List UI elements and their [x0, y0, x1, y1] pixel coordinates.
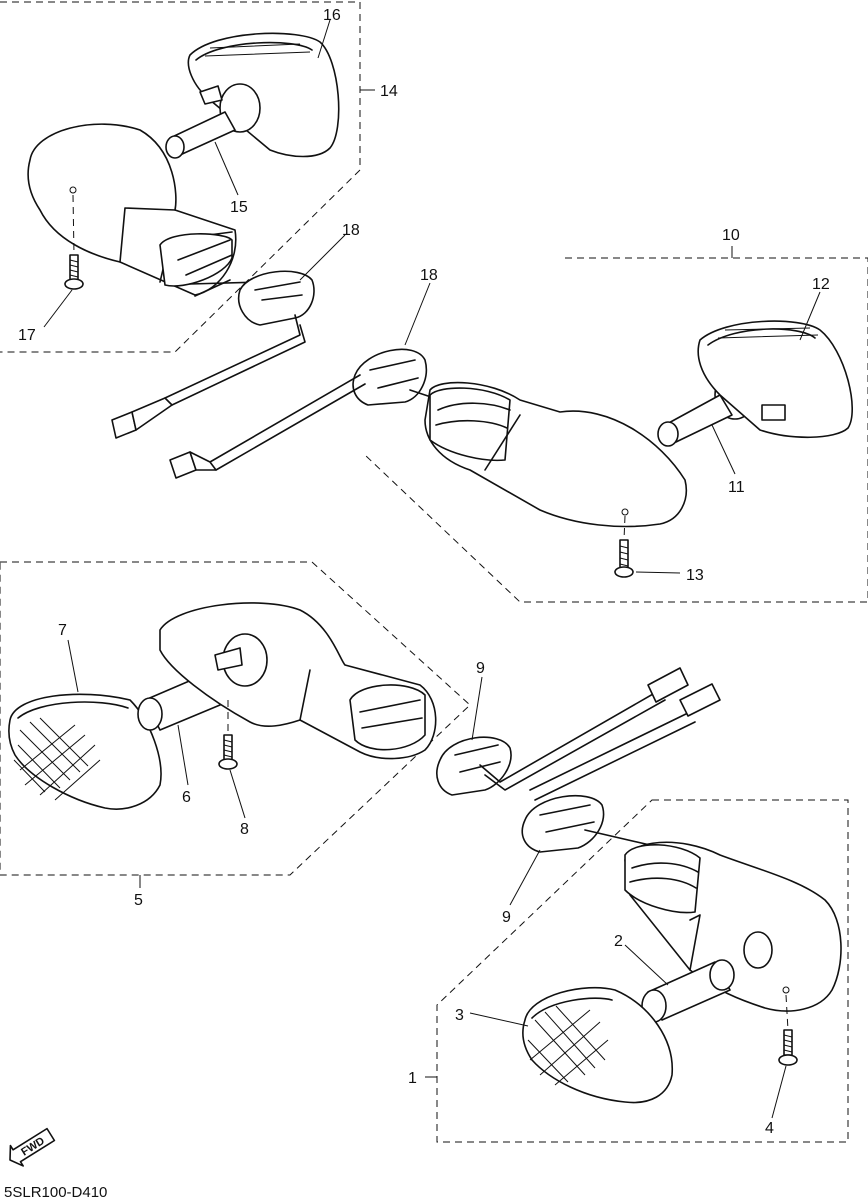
callout-2: 2 — [614, 933, 623, 950]
callout-18-left: 18 — [342, 222, 360, 239]
callout-9-right: 9 — [502, 909, 511, 926]
screw-13 — [614, 539, 634, 578]
leader-13-axis — [623, 515, 626, 541]
leader-18-left — [299, 234, 346, 281]
turn-signal-lens-16 — [187, 32, 340, 158]
leader-6 — [177, 724, 189, 786]
screw-8 — [218, 734, 238, 770]
leader-18-right — [404, 282, 431, 346]
callout-7: 7 — [58, 622, 67, 639]
callout-16: 16 — [323, 7, 341, 24]
grommet-18-left — [238, 270, 315, 326]
screw-17 — [64, 254, 84, 290]
callout-18-right: 18 — [420, 267, 438, 284]
wire-harness-left — [111, 314, 306, 439]
leader-13 — [635, 571, 681, 574]
wire-harness-lower-right — [529, 683, 721, 801]
leader-9-left — [471, 676, 483, 741]
callout-1: 1 — [408, 1070, 417, 1087]
leader-17-axis — [72, 194, 75, 256]
callout-5: 5 — [134, 892, 143, 909]
turn-signal-housing-10 — [424, 381, 687, 528]
wire-harness-middle-left — [479, 667, 689, 791]
callout-13: 13 — [686, 567, 704, 584]
leader-9-right — [509, 849, 541, 906]
callout-14: 14 — [380, 83, 398, 100]
diagram-code: 5SLR100-D410 — [4, 1184, 107, 1200]
grommet-18-right — [352, 348, 427, 406]
leader-2 — [624, 944, 669, 986]
leader-15 — [214, 141, 239, 196]
turn-signal-lens-7 — [8, 693, 162, 810]
leader-7 — [67, 639, 79, 693]
callout-10: 10 — [722, 227, 740, 244]
turn-signal-housing-1 — [624, 841, 842, 1012]
leader-17 — [43, 289, 73, 328]
group-boundary-5 — [0, 561, 471, 876]
leader-4-axis — [785, 994, 789, 1031]
bulb-15 — [165, 83, 261, 159]
turn-signal-housing-14 — [27, 123, 261, 297]
group-boundary-14 — [0, 1, 361, 353]
leader-3 — [469, 1012, 529, 1027]
turn-signal-lens-3 — [522, 986, 673, 1104]
grommet-9-right — [521, 794, 651, 853]
turn-signal-housing-5 — [159, 602, 437, 760]
screw-4 — [778, 1029, 798, 1066]
turn-signal-lens-12 — [697, 320, 853, 439]
leader-11 — [711, 424, 736, 475]
callout-17: 17 — [18, 327, 36, 344]
callout-9-left: 9 — [476, 660, 485, 677]
callout-3: 3 — [455, 1007, 464, 1024]
callout-4: 4 — [765, 1120, 774, 1137]
leader-12 — [799, 291, 821, 341]
leader-8 — [229, 769, 246, 819]
wire-harness-right — [169, 374, 441, 479]
callout-12: 12 — [812, 276, 830, 293]
fwd-arrow-icon: FWD — [9, 1127, 56, 1167]
callout-8: 8 — [240, 821, 249, 838]
leader-16 — [317, 19, 331, 59]
callout-15: 15 — [230, 199, 248, 216]
callout-11: 11 — [728, 479, 745, 496]
callout-6: 6 — [182, 789, 191, 806]
leader-4 — [771, 1065, 787, 1119]
bulb-2 — [641, 959, 735, 1023]
